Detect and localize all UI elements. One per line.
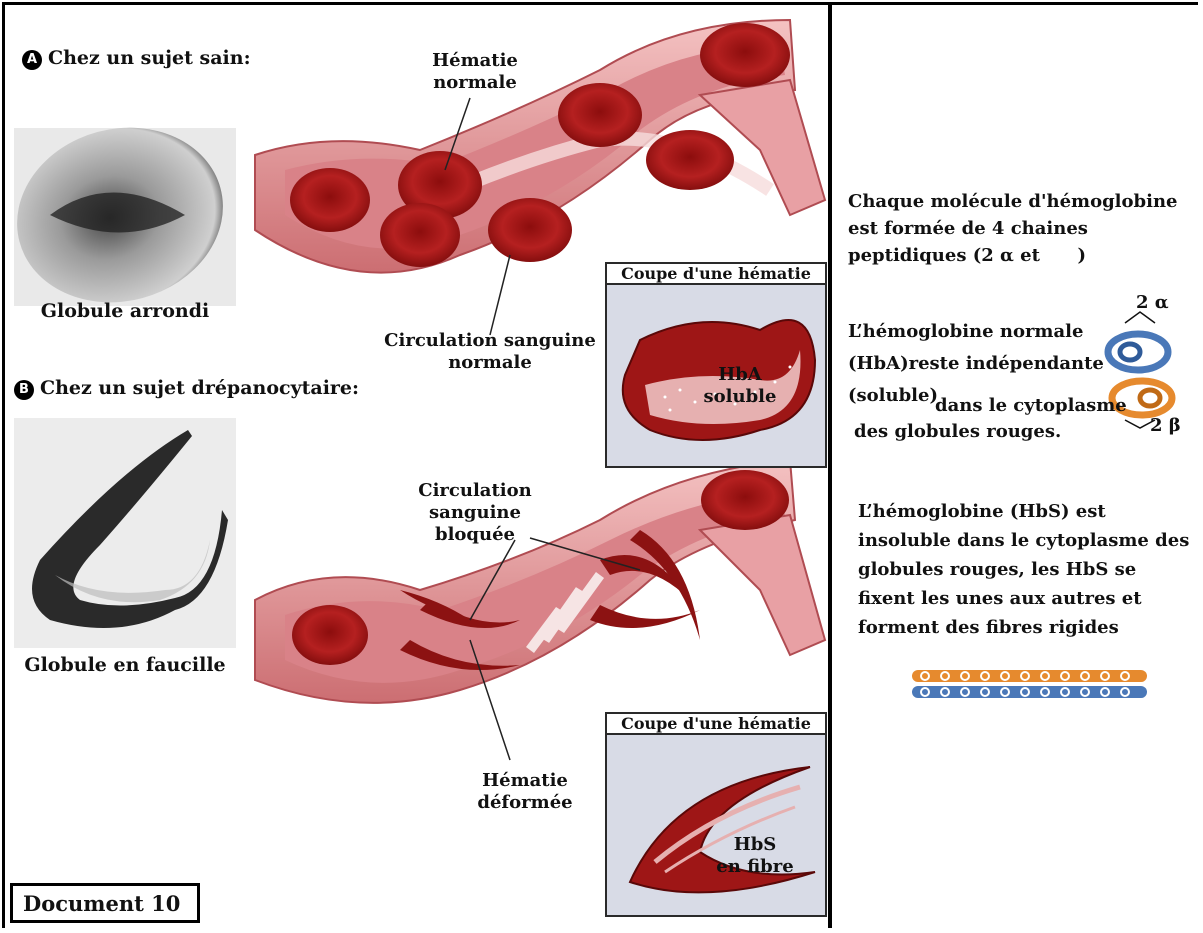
para-hba-line4: des globules rouges. [854,418,1061,445]
para-hba-line3a: (soluble) [848,382,938,409]
label-hematie-deformee: Hématie déformée [465,770,585,814]
label-hematie-normale: Hématie normale [425,50,525,94]
hbs-fiber [912,670,1147,698]
label-circulation-normale: Circulation sanguine normale [375,330,605,374]
round-cell-photo [0,105,243,325]
label-hbs-fibre: HbS en fibre [690,834,820,878]
section-a-title: Chez un sujet sain: [48,47,251,69]
section-b-title: Chez un sujet drépanocytaire: [40,377,359,399]
para-hba-line2: (HbA)reste indépendante [848,350,1104,377]
para-hba-line1: L’hémoglobine normale [848,318,1083,345]
para-molecule: Chaque molécule d'hémoglobine est formée… [848,188,1178,269]
para-hbs: L’hémoglobine (HbS) est insoluble dans l… [858,497,1189,642]
label-circulation-bloquee: Circulation sanguine bloquée [405,480,545,546]
label-2-beta: 2 β [1150,415,1181,436]
section-a-badge: A [22,50,42,70]
sickle-cell-photo [14,418,236,648]
label-2-alpha: 2 α [1136,292,1169,313]
normal-vessel [255,20,825,273]
inset-sickle-drawing [605,712,827,917]
label-hba-soluble: HbA soluble [690,364,790,408]
round-cell-caption: Globule arrondi [14,300,236,322]
sickle-cell-caption: Globule en faucille [14,654,236,676]
para-hba-line3b: dans le cytoplasme [935,392,1127,419]
section-b-badge: B [14,380,34,400]
document-label: Document 10 [10,883,200,923]
